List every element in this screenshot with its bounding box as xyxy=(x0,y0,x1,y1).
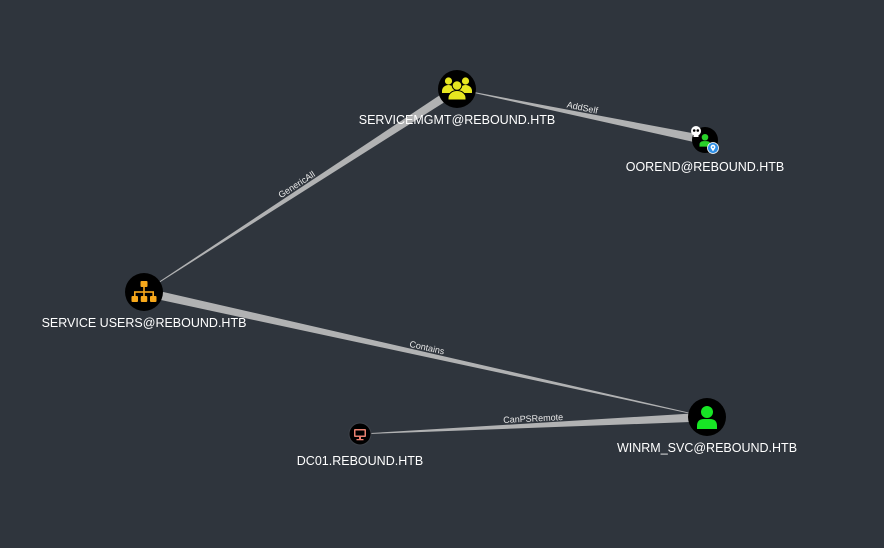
node-service-users[interactable]: SERVICE USERS@REBOUND.HTB xyxy=(42,273,247,330)
edge-contains[interactable]: Contains xyxy=(159,291,693,415)
edge-addself[interactable]: AddSelf xyxy=(471,91,695,142)
node-label[interactable]: SERVICE USERS@REBOUND.HTB xyxy=(42,316,247,330)
nodes-layer: SERVICEMGMT@REBOUND.HTB OOREND@REBOUND.HT… xyxy=(42,70,797,468)
edge-line[interactable] xyxy=(471,91,695,142)
node-label[interactable]: SERVICEMGMT@REBOUND.HTB xyxy=(359,113,556,127)
skull-icon xyxy=(691,126,701,137)
node-dc01[interactable]: DC01.REBOUND.HTB xyxy=(297,422,423,468)
map-pin-icon xyxy=(707,142,719,154)
node-label[interactable]: OOREND@REBOUND.HTB xyxy=(626,160,785,174)
node-label[interactable]: DC01.REBOUND.HTB xyxy=(297,454,423,468)
user-icon xyxy=(699,133,711,147)
edge-canpsremote[interactable]: CanPSRemote xyxy=(368,412,691,434)
edge-line[interactable] xyxy=(156,94,445,285)
monitor-icon xyxy=(354,429,366,441)
edge-line[interactable] xyxy=(368,413,691,434)
node-label[interactable]: WINRM_SVC@REBOUND.HTB xyxy=(617,441,797,455)
sitemap-icon xyxy=(131,281,157,302)
user-icon xyxy=(697,406,717,429)
edge-line[interactable] xyxy=(159,291,693,415)
users-group-icon xyxy=(442,77,472,101)
node-oorend[interactable]: OOREND@REBOUND.HTB xyxy=(626,126,785,174)
node-winrm-svc[interactable]: WINRM_SVC@REBOUND.HTB xyxy=(617,398,797,455)
edge-label: CanPSRemote xyxy=(503,412,563,425)
node-servicemgmt[interactable]: SERVICEMGMT@REBOUND.HTB xyxy=(359,70,556,127)
